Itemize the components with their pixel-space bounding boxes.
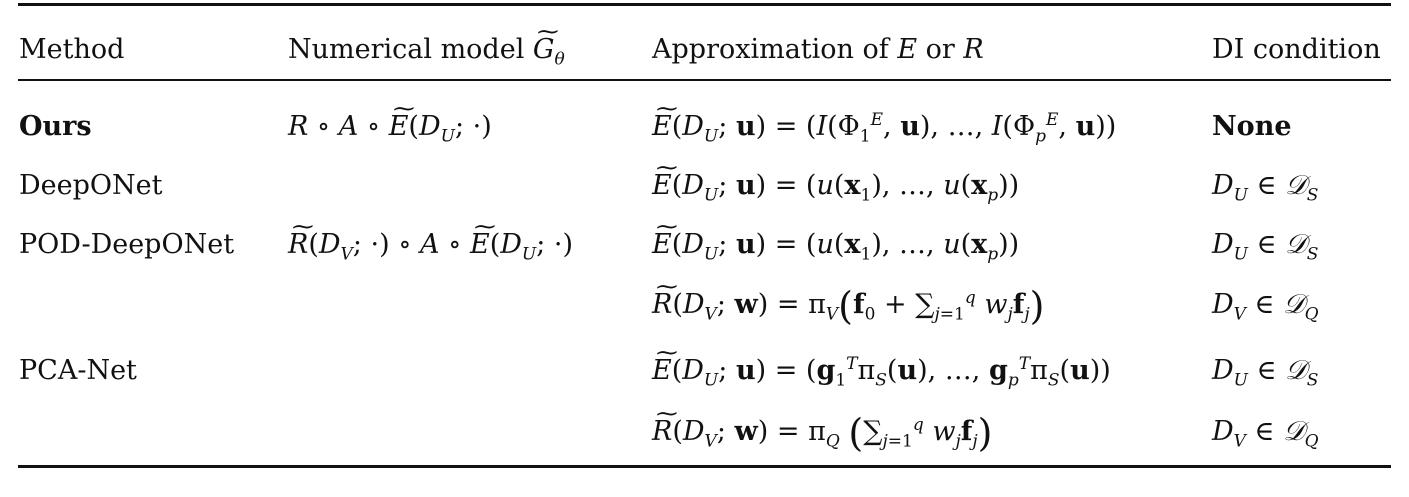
row-deeponet-approximation: E(DU; u) = (u(x1), …, u(xp)) — [652, 172, 1019, 204]
row-pod-deeponet-di-condition-e: DU ∈ 𝒟S — [1212, 229, 1319, 265]
row-pod-deeponet-approximation-r: R(DV; w) = πV(f0 + ∑j=1q wjfj) — [652, 287, 1044, 325]
row-ours-method: Ours — [19, 111, 92, 142]
row-pca-net-di-condition-e: DU ∈ 𝒟S — [1212, 355, 1319, 391]
row-deeponet-di-condition: DU ∈ 𝒟S — [1212, 170, 1319, 206]
table-top-rule — [18, 3, 1391, 6]
row-deeponet-method: DeepONet — [19, 170, 163, 201]
header-approximation: Approximation of E or R — [652, 34, 984, 65]
header-numerical-model-text: Numerical model — [288, 34, 533, 65]
row-pca-net-method: PCA-Net — [19, 355, 137, 386]
row-pca-net-approximation-e: E(DU; u) = (g1TπS(u), …, gpTπS(u)) — [652, 356, 1111, 389]
header-di-condition: DI condition — [1212, 34, 1381, 65]
row-pod-deeponet-approximation-e: E(DU; u) = (u(x1), …, u(xp)) — [652, 231, 1019, 263]
row-ours-model: R ∘ A ∘ E(DU; ·) — [288, 113, 492, 145]
row-pca-net-approximation-r: R(DV; w) = πQ (∑j=1q wjfj) — [652, 414, 992, 452]
header-numerical-model: Numerical model Gθ — [288, 34, 565, 68]
table-header-rule — [18, 79, 1391, 81]
table-bottom-rule — [18, 465, 1391, 468]
row-pod-deeponet-model: R(DV; ·) ∘ A ∘ E(DU; ·) — [288, 231, 573, 263]
header-method: Method — [19, 34, 125, 65]
row-ours-di-condition: None — [1212, 111, 1292, 142]
row-pca-net-di-condition-r: DV ∈ 𝒟Q — [1212, 416, 1319, 452]
row-pod-deeponet-method: POD-DeepONet — [19, 229, 235, 260]
row-pod-deeponet-di-condition-r: DV ∈ 𝒟Q — [1212, 289, 1319, 325]
row-ours-approximation: E(DU; u) = (I(Φ1E, u), …, I(ΦpE, u)) — [652, 112, 1116, 145]
